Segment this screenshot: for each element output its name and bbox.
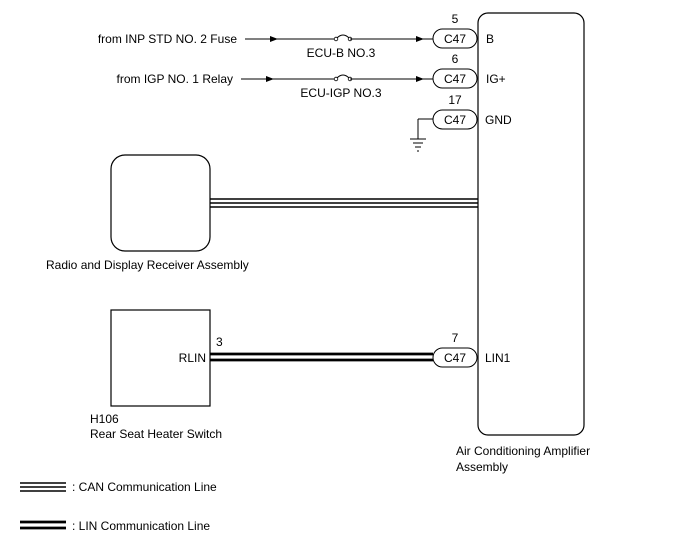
pin-number-b: 5	[452, 12, 459, 26]
fuse-terminal-icon	[333, 36, 339, 42]
connector-c47-ig	[432, 68, 478, 89]
terminal-b: B	[486, 32, 494, 46]
legend-lin-label: : LIN Communication Line	[72, 519, 210, 533]
pin-number-ig: 6	[452, 52, 459, 66]
source-igp-relay: from IGP NO. 1 Relay	[117, 72, 233, 86]
connector-label: C47	[444, 32, 466, 46]
pin-number-rlin: 3	[216, 335, 223, 349]
ac-amplifier-box	[477, 12, 585, 436]
terminal-rlin: RLIN	[179, 351, 206, 365]
rear-seat-heater-switch-box	[110, 309, 211, 407]
source-inp-std-fuse: from INP STD NO. 2 Fuse	[98, 32, 237, 46]
heater-switch-code: H106	[90, 412, 119, 426]
pin-number-lin1: 7	[452, 331, 459, 345]
connector-label: C47	[444, 72, 466, 86]
radio-display-receiver-label: Radio and Display Receiver Assembly	[46, 258, 249, 272]
legend-can-label: : CAN Communication Line	[72, 480, 217, 494]
arrow-head-icon	[416, 36, 424, 42]
radio-display-receiver-box	[110, 154, 211, 252]
ac-amplifier-label: Air Conditioning Amplifier	[456, 444, 590, 458]
can-communication-line	[210, 198, 478, 208]
fuse-terminal-icon	[333, 76, 339, 82]
terminal-lin1: LIN1	[485, 351, 511, 365]
pin-number-gnd: 17	[448, 93, 462, 107]
terminal-gnd: GND	[485, 113, 512, 127]
arrow-head-icon	[416, 76, 424, 82]
connector-label: C47	[444, 113, 466, 127]
arrow-head-icon	[270, 36, 278, 42]
connector-label: C47	[444, 351, 466, 365]
connector-c47-b	[432, 28, 478, 49]
arrow-head-icon	[266, 76, 274, 82]
ac-amplifier-label: Assembly	[456, 460, 508, 474]
heater-switch-label: Rear Seat Heater Switch	[90, 427, 222, 441]
lin-communication-line	[210, 352, 433, 362]
fuse-label-ecu-igp: ECU-IGP NO.3	[300, 86, 381, 100]
legend-lin-symbol	[20, 520, 66, 530]
connector-c47-lin1	[432, 347, 478, 368]
legend-can-symbol	[20, 482, 66, 492]
terminal-ig: IG+	[486, 72, 506, 86]
ground-icon	[410, 138, 426, 152]
fuse-label-ecu-b: ECU-B NO.3	[307, 46, 376, 60]
